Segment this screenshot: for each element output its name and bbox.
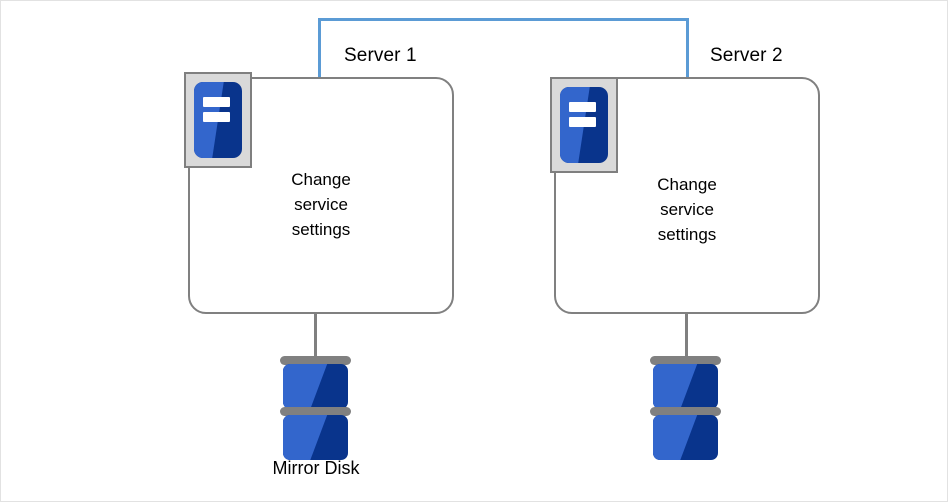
disk-segment-lower <box>283 415 348 460</box>
server-1-body-line-2: service <box>294 195 348 214</box>
heartbeat-link-top-segment <box>318 18 689 21</box>
server-2-label: Server 2 <box>710 45 783 66</box>
disk-segment-highlight <box>283 415 328 460</box>
server-icon-slot-bar-top <box>203 97 230 108</box>
server-icon-slot-bar-bottom <box>569 117 596 128</box>
server-2-disk-connector <box>685 313 688 359</box>
server-1-body-line-3: settings <box>291 220 351 239</box>
server-2-body-line-3: settings <box>657 225 717 244</box>
server-icon-body <box>560 87 608 163</box>
server-2-body-line-2: service <box>660 200 714 219</box>
disk-segment-highlight <box>653 415 698 460</box>
server-1-mirror-disk-icon <box>280 356 351 464</box>
server-1-disk-label: Mirror Disk <box>272 458 360 478</box>
server-icon-body <box>194 82 242 158</box>
disk-plate-top <box>650 356 721 365</box>
disk-segment-highlight <box>653 364 698 409</box>
disk-segment-upper <box>283 364 348 409</box>
server-2-server-icon <box>550 77 618 173</box>
server-1-server-icon <box>184 72 252 168</box>
disk-segment-lower <box>653 415 718 460</box>
server-1-body-line-1: Change <box>291 170 351 189</box>
server-1-label: Server 1 <box>344 45 417 66</box>
server-2-mirror-disk-icon <box>650 356 721 464</box>
server-icon-slot-bar-bottom <box>203 112 230 123</box>
heartbeat-link-right-segment <box>686 18 689 78</box>
disk-segment-upper <box>653 364 718 409</box>
disk-plate-middle <box>650 407 721 416</box>
server-icon-slot-bar-top <box>569 102 596 113</box>
disk-plate-top <box>280 356 351 365</box>
server-2-body-line-1: Change <box>657 175 717 194</box>
disk-plate-middle <box>280 407 351 416</box>
server-1-disk-connector <box>314 313 317 359</box>
server-2-box[interactable]: Change service settings <box>554 77 820 314</box>
heartbeat-link-left-segment <box>318 18 321 78</box>
disk-segment-highlight <box>283 364 328 409</box>
